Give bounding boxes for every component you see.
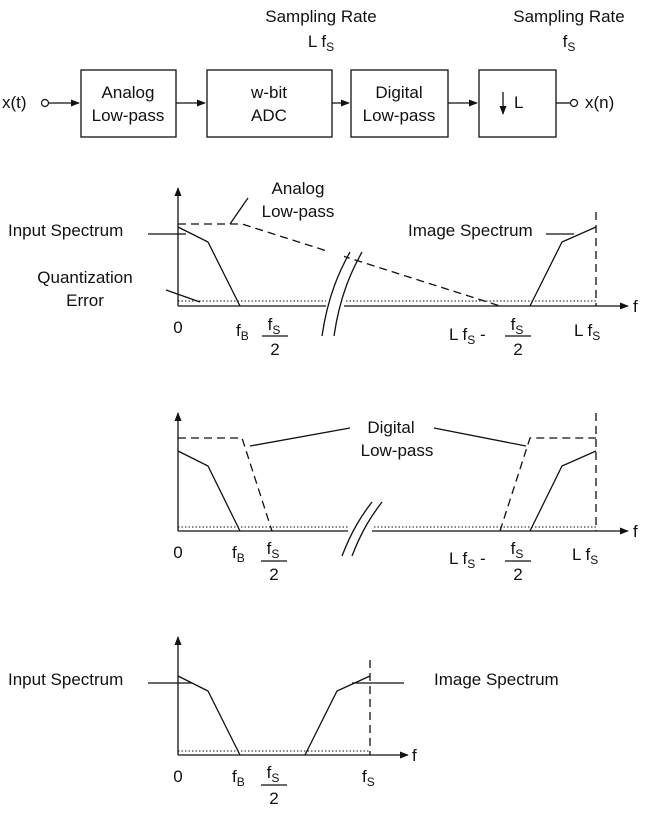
plot2-digital-lowpass-left — [178, 437, 273, 532]
plot2-axis-break-gap — [348, 505, 372, 557]
plot1-tick-fs2-num: fS — [268, 315, 281, 337]
block-diagram: Sampling Rate L fS Sampling Rate fS x(t)… — [2, 7, 625, 138]
plot3-input-spectrum-label: Input Spectrum — [8, 670, 123, 689]
plot1-tick-fb: fB — [236, 321, 249, 343]
plot3: Input Spectrum Image Spectrum f 0 fB fS … — [8, 636, 559, 808]
plot1-analog-label-2: Low-pass — [262, 202, 335, 221]
plot3-f-axis-label: f — [412, 746, 417, 765]
plot1-f-axis-label: f — [633, 297, 638, 316]
plot2-digital-label-2: Low-pass — [361, 441, 434, 460]
block2-line2: ADC — [251, 106, 287, 125]
plot1-quant-label-2: Error — [66, 291, 104, 310]
plot1-image-spectrum-label: Image Spectrum — [408, 221, 533, 240]
plot1-input-spectrum-curve — [177, 226, 241, 307]
plot2-digital-leader-right — [433, 427, 527, 447]
plot1-tick-lfs-minus-num: fS — [511, 315, 524, 337]
plot3-tick-fb: fB — [232, 767, 245, 789]
plot2-digital-lowpass-right — [499, 437, 596, 532]
sampling-rate-label-2: Sampling Rate — [513, 7, 625, 26]
block4-label: L — [514, 93, 523, 112]
sampling-rate-label-1: Sampling Rate — [265, 7, 377, 26]
plot3-tick-fs2-den: 2 — [269, 789, 278, 808]
sampling-rate-value-2: fS — [563, 32, 576, 54]
plot2-digital-leader-left — [249, 427, 351, 447]
plot3-tick-fs2-num: fS — [267, 763, 280, 785]
block1-line2: Low-pass — [92, 106, 165, 125]
plot1-quant-leader — [165, 289, 201, 303]
plot1-image-spectrum-curve — [529, 226, 597, 307]
plot3-image-spectrum-label: Image Spectrum — [434, 670, 559, 689]
plot2-tick-fs2-num: fS — [267, 539, 280, 561]
plot1-tick-lfs-minus: L fS - — [449, 325, 486, 347]
block3-line1: Digital — [375, 83, 422, 102]
plot2-break-mark-right — [351, 501, 383, 557]
plot2-tick-0: 0 — [173, 543, 182, 562]
plot1-tick-0: 0 — [173, 318, 182, 337]
block2-line1: w-bit — [250, 83, 287, 102]
plot2-input-spectrum-curve — [177, 450, 241, 532]
sampling-rate-value-1: L fS — [308, 32, 334, 54]
plot1-tick-lfs-minus-den: 2 — [513, 340, 522, 359]
plot2-f-axis-label: f — [633, 522, 638, 541]
plot2-tick-fb: fB — [232, 543, 245, 565]
plot1-tick-fs2-den: 2 — [270, 340, 279, 359]
plot1-quant-label-1: Quantization — [37, 268, 132, 287]
decimator-block — [478, 69, 557, 138]
plot1-break-mark-left — [321, 251, 351, 337]
plot2-digital-label-1: Digital — [367, 418, 414, 437]
plot1-break-mark-right — [333, 251, 363, 337]
plot1-input-spectrum-label: Input Spectrum — [8, 221, 123, 240]
adc-block — [206, 69, 333, 138]
plot1-analog-leader — [229, 197, 249, 225]
output-signal-label: x(n) — [585, 93, 614, 112]
plot2-tick-fs2-den: 2 — [269, 565, 278, 584]
analog-lowpass-block — [80, 69, 177, 138]
plot2: Digital Low-pass f 0 fB fS 2 L fS - fS 2… — [173, 412, 638, 584]
plot2-tick-lfs: L fS — [572, 545, 598, 567]
plot2-break-mark-left — [341, 501, 373, 557]
plot3-tick-fs: fS — [362, 767, 375, 789]
plot2-tick-lfs-minus-den: 2 — [513, 565, 522, 584]
plot1-tick-lfs: L fS — [574, 321, 600, 343]
plot2-image-spectrum-curve — [529, 450, 597, 532]
plot2-tick-lfs-minus-num: fS — [511, 539, 524, 561]
input-signal-label: x(t) — [2, 93, 27, 112]
plot3-tick-0: 0 — [173, 767, 182, 786]
block3-line2: Low-pass — [363, 106, 436, 125]
input-terminal — [40, 98, 50, 108]
output-terminal — [569, 98, 579, 108]
plot2-tick-lfs-minus: L fS - — [449, 549, 486, 571]
plot3-input-spectrum-curve — [177, 675, 241, 756]
block1-line1: Analog — [102, 83, 155, 102]
plot1-analog-label-1: Analog — [272, 179, 325, 198]
plot1: Analog Low-pass Input Spectrum Image Spe… — [8, 179, 638, 359]
plot3-image-spectrum-curve — [304, 675, 371, 756]
digital-lowpass-block — [350, 69, 449, 138]
